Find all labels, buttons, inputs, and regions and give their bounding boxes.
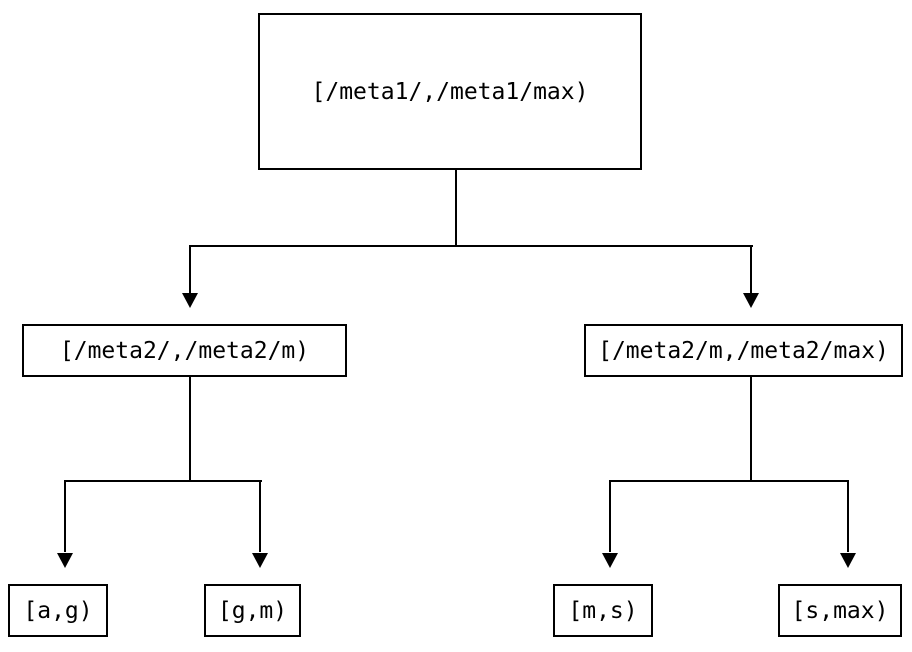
connector-left-subtree-rail — [64, 480, 262, 482]
node-right-child: [/meta2/m,/meta2/max) — [584, 324, 903, 377]
connector-left-subtree-stem — [189, 377, 191, 482]
node-leaf-ms-label: [m,s) — [568, 597, 638, 624]
connector-left-drop — [189, 245, 191, 293]
connector-leaf-ms-drop — [609, 480, 611, 552]
node-leaf-ag-label: [a,g) — [23, 597, 93, 624]
connector-leaf-gm-drop — [259, 480, 261, 552]
arrow-down-icon — [57, 553, 73, 568]
connector-right-subtree-stem — [750, 377, 752, 482]
node-leaf-gm: [g,m) — [204, 584, 301, 637]
arrow-down-icon — [182, 293, 198, 308]
node-leaf-ms: [m,s) — [553, 584, 653, 637]
node-leaf-smax-label: [s,max) — [791, 597, 889, 624]
arrow-down-icon — [840, 553, 856, 568]
connector-right-drop — [750, 245, 752, 293]
arrow-down-icon — [252, 553, 268, 568]
node-leaf-gm-label: [g,m) — [217, 597, 288, 624]
node-root-label: [/meta1/,/meta1/max) — [311, 78, 589, 105]
arrow-down-icon — [602, 553, 618, 568]
node-right-child-label: [/meta2/m,/meta2/max) — [598, 337, 889, 364]
node-left-child-label: [/meta2/,/meta2/m) — [59, 337, 310, 364]
node-leaf-smax: [s,max) — [778, 584, 902, 637]
node-left-child: [/meta2/,/meta2/m) — [22, 324, 347, 377]
connector-level1-rail — [189, 245, 753, 247]
connector-leaf-ag-drop — [64, 480, 66, 552]
connector-root-stem — [455, 170, 457, 247]
connector-leaf-smax-drop — [847, 480, 849, 552]
node-root: [/meta1/,/meta1/max) — [258, 13, 642, 170]
node-leaf-ag: [a,g) — [8, 584, 108, 637]
connector-right-subtree-rail — [609, 480, 849, 482]
arrow-down-icon — [743, 293, 759, 308]
